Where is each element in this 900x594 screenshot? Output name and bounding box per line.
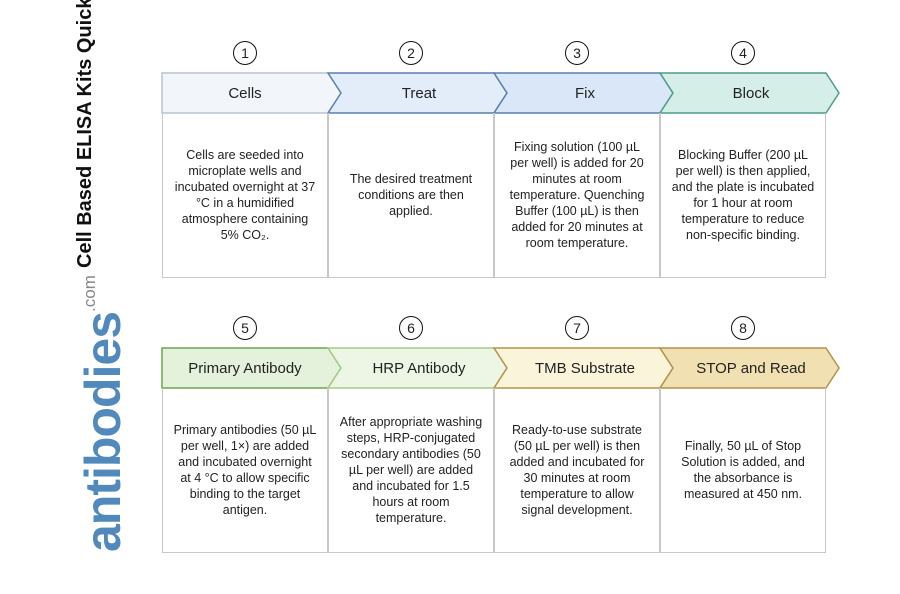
step-label: Cells [228,84,262,102]
step-label: Fix [575,84,595,102]
step-number: 5 [233,316,257,340]
step-description: After appropriate washing steps, HRP-con… [328,388,494,553]
step-description: Ready-to-use substrate (50 µL per well) … [494,388,660,553]
step-description: Cells are seeded into microplate wells a… [162,113,328,278]
step-number: 6 [399,316,423,340]
step-label: Treat [401,84,437,102]
step-label: Primary Antibody [188,359,302,377]
step-description: Primary antibodies (50 µL per well, 1×) … [162,388,328,553]
step-label: HRP Antibody [372,359,466,377]
step-label: Block [732,84,770,102]
step-number: 2 [399,41,423,65]
step-number: 1 [233,41,257,65]
step-number: 3 [565,41,589,65]
step-description: The desired treatment conditions are the… [328,113,494,278]
step-label: TMB Substrate [534,359,636,377]
step-arrow-4 [658,72,840,114]
step-number: 8 [731,316,755,340]
step-number: 4 [731,41,755,65]
step-description: Finally, 50 µL of Stop Solution is added… [660,388,826,553]
step-arrow-8 [658,347,840,389]
step-description: Blocking Buffer (200 µL per well) is the… [660,113,826,278]
step-description: Fixing solution (100 µL per well) is add… [494,113,660,278]
step-number: 7 [565,316,589,340]
step-label: STOP and Read [696,359,806,377]
